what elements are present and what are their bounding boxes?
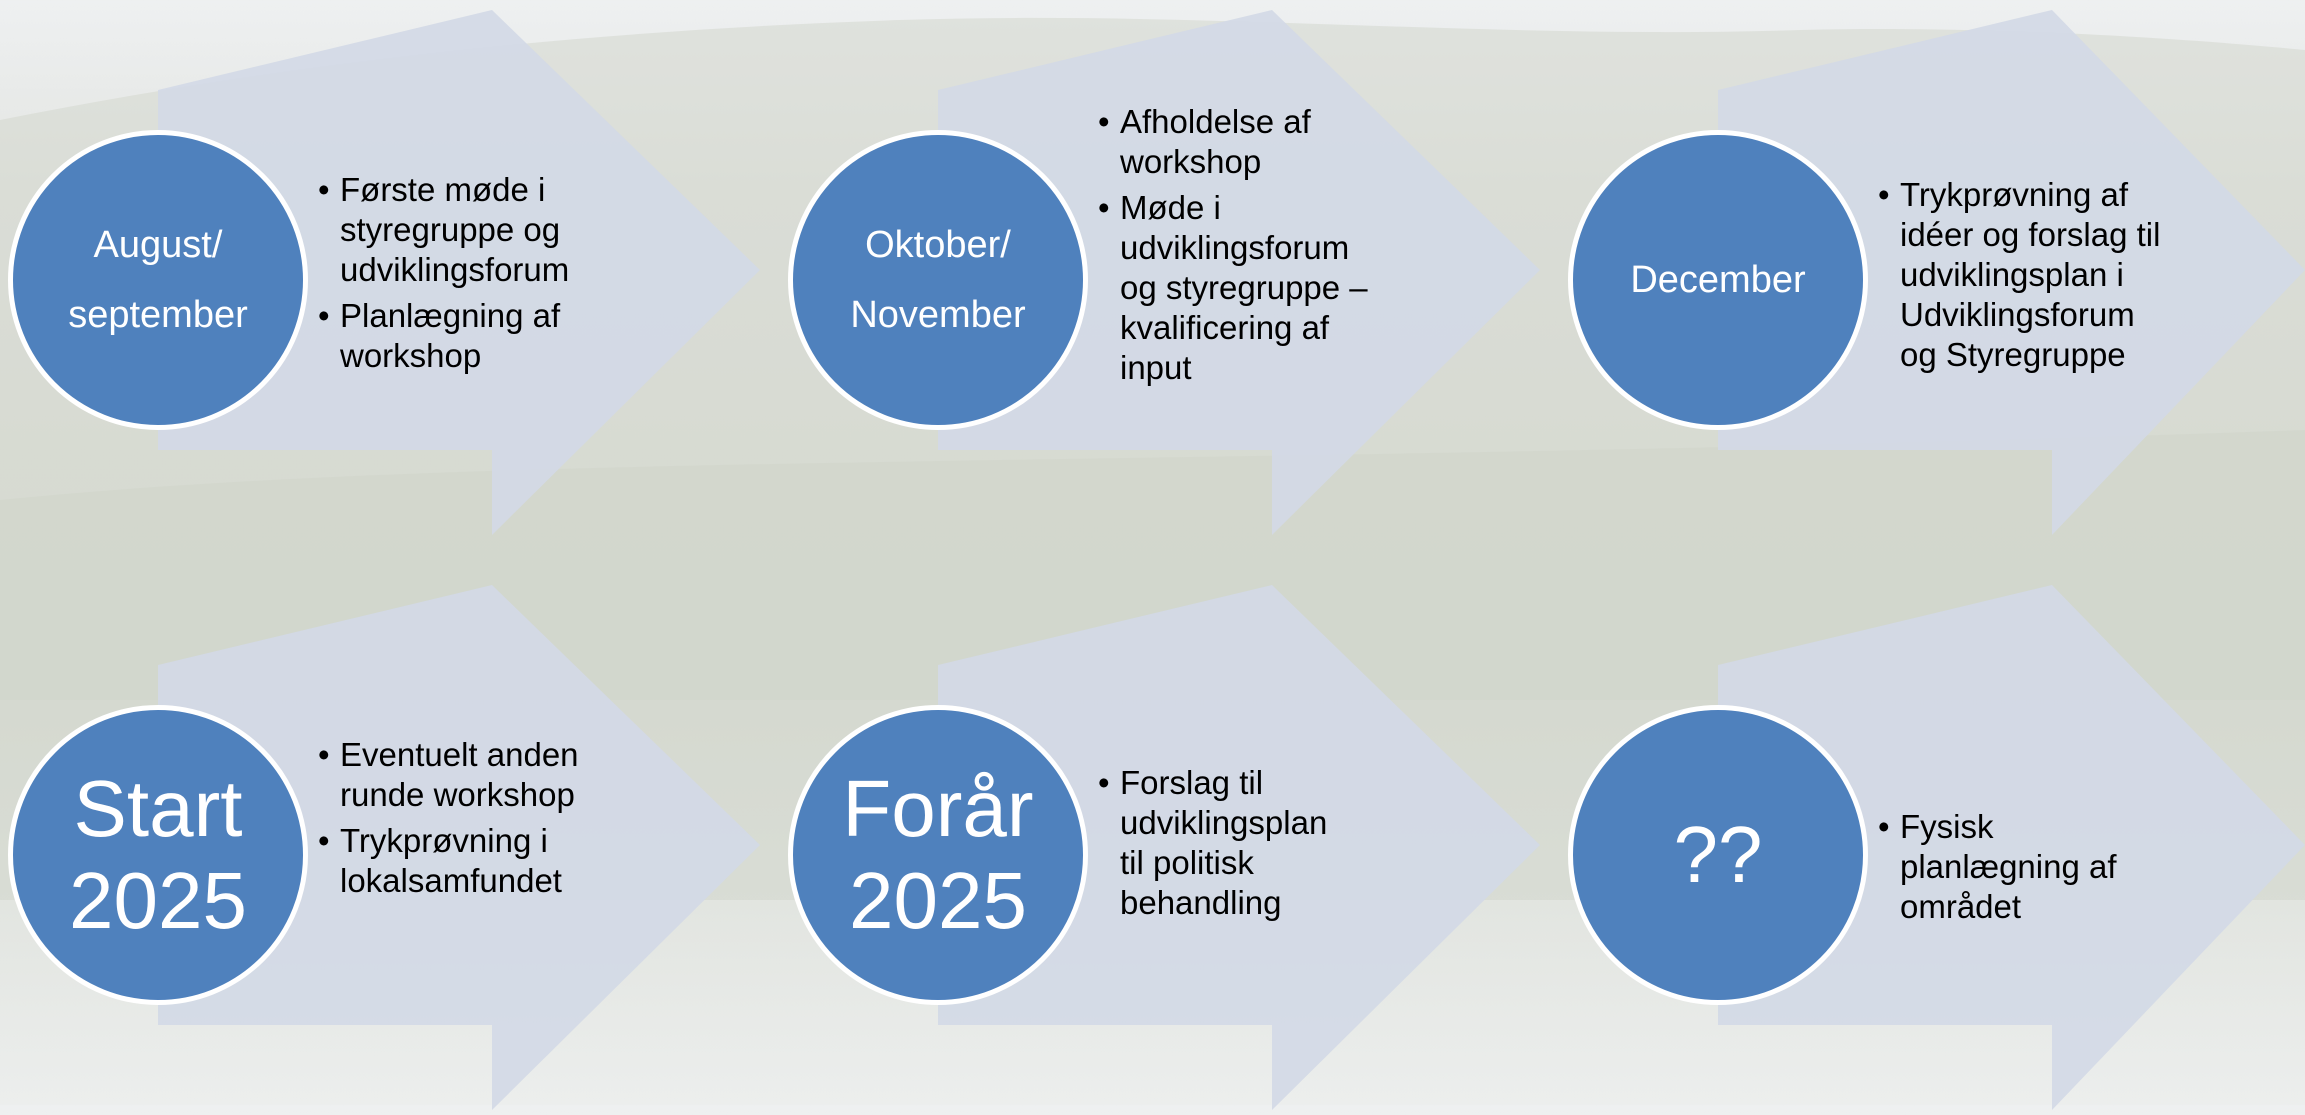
period-label-line: 2025 <box>69 856 247 945</box>
bullet-list: Trykprøvning af idéer og forslag til udv… <box>1878 175 2168 381</box>
bullet-item: Trykprøvning i lokalsamfundet <box>318 821 598 901</box>
period-label-line: December <box>1630 259 1806 301</box>
period-circle: Oktober/ November <box>788 130 1088 430</box>
period-label-line: August/ <box>93 224 223 266</box>
bullet-item: Eventuelt anden runde workshop <box>318 735 598 815</box>
period-circle: Start 2025 <box>8 705 308 1005</box>
timeline-step-3: December Trykprøvning af idéer og forsla… <box>1560 10 2305 540</box>
bullet-item: Første møde i styregruppe og udviklingsf… <box>318 170 598 290</box>
period-circle: Forår 2025 <box>788 705 1088 1005</box>
period-circle: August/ september <box>8 130 308 430</box>
period-label-line: Start <box>73 764 243 853</box>
period-label-line: Forår <box>842 764 1034 853</box>
bullet-item: Afholdelse af workshop <box>1098 102 1388 182</box>
period-label-line: November <box>850 294 1026 336</box>
timeline-step-5: Forår 2025 Forslag til udviklingsplan ti… <box>780 585 1540 1115</box>
bullet-list: Fysisk planlægning af området <box>1878 807 2158 933</box>
period-circle: December <box>1568 130 1868 430</box>
bullet-item: Forslag til udviklingsplan til politisk … <box>1098 763 1348 923</box>
bullet-list: Eventuelt anden runde workshop Trykprøvn… <box>318 735 598 907</box>
bullet-list: Afholdelse af workshop Møde i udviklings… <box>1098 102 1388 394</box>
timeline-step-4: Start 2025 Eventuelt anden runde worksho… <box>0 585 760 1115</box>
period-label-line: 2025 <box>849 856 1027 945</box>
timeline-step-1: August/ september Første møde i styregru… <box>0 10 760 540</box>
bullet-item: Møde i udviklingsforum og styregruppe – … <box>1098 188 1388 388</box>
period-label-line: Oktober/ <box>865 224 1011 266</box>
timeline-step-2: Oktober/ November Afholdelse af workshop… <box>780 10 1540 540</box>
bullet-item: Trykprøvning af idéer og forslag til udv… <box>1878 175 2168 375</box>
bullet-item: Fysisk planlægning af området <box>1878 807 2158 927</box>
period-label-line: ?? <box>1673 810 1763 899</box>
period-circle: ?? <box>1568 705 1868 1005</box>
bullet-list: Første møde i styregruppe og udviklingsf… <box>318 170 598 382</box>
bullet-item: Planlægning af workshop <box>318 296 598 376</box>
bullet-list: Forslag til udviklingsplan til politisk … <box>1098 763 1348 929</box>
period-label-line: september <box>68 294 248 336</box>
timeline-step-6: ?? Fysisk planlægning af området <box>1560 585 2305 1115</box>
